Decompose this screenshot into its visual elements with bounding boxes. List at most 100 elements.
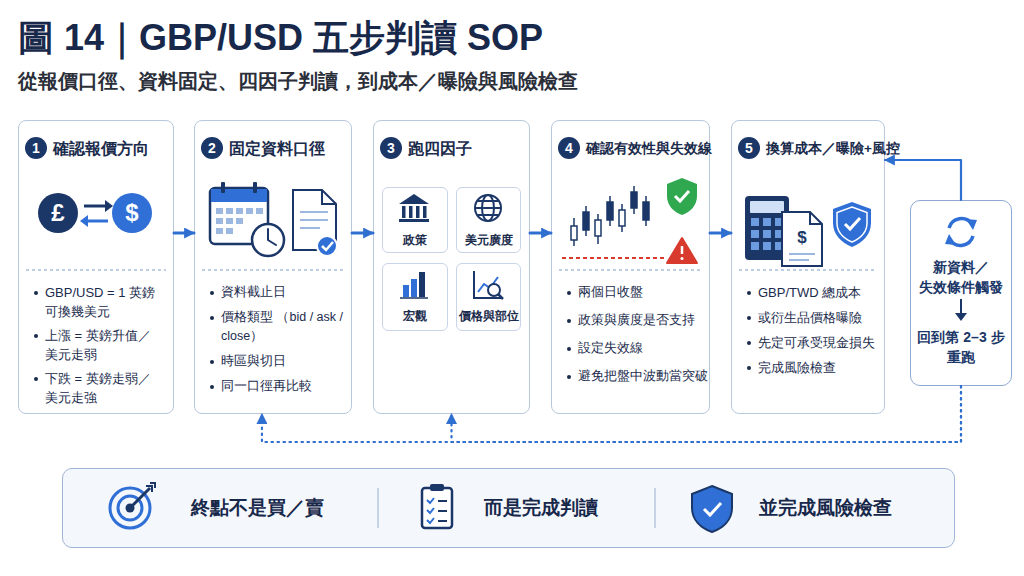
refresh-icon bbox=[949, 219, 972, 228]
invalidation-line bbox=[562, 258, 664, 259]
factor-box: 價格與部位 bbox=[456, 263, 521, 331]
loop-note: 新資料／ 失效條件觸發 bbox=[913, 257, 1009, 297]
step-heading: 固定資料口徑 bbox=[229, 137, 325, 161]
target-icon bbox=[118, 496, 142, 520]
calendar-icon bbox=[216, 228, 223, 234]
warning-triangle bbox=[667, 238, 697, 263]
step-heading: 確認有效性與失效線 bbox=[586, 137, 712, 161]
candlestick-icon bbox=[573, 218, 575, 246]
calendar-icon bbox=[226, 218, 233, 224]
calendar-icon bbox=[210, 182, 284, 256]
down-arrow bbox=[955, 313, 967, 321]
step-box: 5換算成本／曝險+風控GBP/TWD 總成本或衍生品價格曝險先定可承受現金損失完… bbox=[731, 120, 885, 414]
calculator-icon bbox=[775, 230, 783, 238]
summary-band: 終點不是買／賣而是完成判讀並完成風險檢查 bbox=[62, 468, 955, 548]
check-shield bbox=[667, 178, 697, 215]
summary-shield bbox=[704, 503, 721, 515]
divider bbox=[654, 488, 656, 528]
bullet-list: GBP/USD = 1 英鎊 可換幾美元上漲 = 英鎊升值／ 美元走弱下跌 = … bbox=[31, 283, 169, 412]
checklist-icon bbox=[438, 501, 447, 521]
flow-arrow bbox=[352, 232, 373, 235]
globe-icon bbox=[475, 201, 501, 215]
separator bbox=[739, 269, 877, 270]
calendar-icon bbox=[226, 208, 233, 214]
candlestick-icon bbox=[631, 192, 637, 208]
bullet-item: 完成風險檢查 bbox=[744, 358, 880, 377]
bank-icon bbox=[399, 219, 429, 222]
step-heading: 確認報價方向 bbox=[53, 137, 149, 161]
candlestick-icon bbox=[571, 226, 577, 240]
calendar-icon bbox=[210, 188, 268, 244]
globe-icon bbox=[482, 195, 494, 221]
step-number: 3 bbox=[380, 137, 402, 159]
refresh-icon bbox=[945, 234, 956, 245]
calendar-icon bbox=[216, 218, 223, 224]
separator bbox=[202, 269, 344, 270]
bullet-item: 先定可承受現金損失 bbox=[744, 333, 880, 352]
flow-arrow bbox=[530, 232, 551, 235]
step-number: 2 bbox=[201, 137, 223, 159]
warning-triangle bbox=[681, 246, 684, 254]
bar-chart-icon bbox=[403, 285, 409, 297]
step-number: 1 bbox=[25, 137, 47, 159]
document-icon bbox=[293, 190, 336, 250]
refresh-icon bbox=[945, 219, 977, 246]
candlestick-icon bbox=[645, 196, 647, 226]
loop-box: 新資料／ 失效條件觸發回到第 2–3 步 重跑 bbox=[910, 200, 1012, 386]
target-icon bbox=[110, 483, 155, 528]
calendar-icon bbox=[246, 208, 253, 214]
loop-back-arrow bbox=[262, 386, 961, 442]
candlestick-icon bbox=[643, 202, 649, 220]
bullet-item: 政策與廣度是否支持 bbox=[564, 311, 705, 330]
target-icon bbox=[131, 488, 150, 507]
bullet-item: 上漲 = 英鎊升值／ 美元走弱 bbox=[31, 326, 169, 364]
step-box: 3跑四因子政策美元廣度宏觀價格與部位 bbox=[373, 120, 530, 414]
bank-icon bbox=[416, 206, 420, 218]
currency-icon bbox=[38, 193, 78, 233]
calculator-icon bbox=[751, 230, 759, 238]
calculator-icon bbox=[775, 218, 783, 226]
calculator-icon bbox=[751, 242, 759, 250]
risk-shield bbox=[837, 207, 867, 242]
bar-chart-icon bbox=[400, 297, 428, 299]
chart-search-icon bbox=[488, 284, 500, 296]
checklist-icon bbox=[427, 498, 434, 523]
invalidation-line bbox=[562, 257, 664, 259]
flow-arrow bbox=[174, 232, 194, 235]
factor-label: 宏觀 bbox=[383, 308, 447, 325]
divider bbox=[377, 488, 379, 528]
check-shield bbox=[675, 191, 689, 201]
candlestick-icon bbox=[585, 206, 587, 236]
loop-note: 回到第 2–3 步 重跑 bbox=[913, 327, 1009, 367]
step-box: 2固定資料口徑資料截止日價格類型 （bid / ask / close）時區與切… bbox=[194, 120, 352, 414]
bullet-item: 避免把盤中波動當突破 bbox=[564, 367, 705, 386]
calculator-icon bbox=[763, 218, 771, 226]
candlestick-icon bbox=[609, 196, 611, 226]
separator bbox=[559, 269, 702, 270]
document-icon bbox=[300, 212, 328, 228]
calculator-icon bbox=[750, 201, 784, 213]
subtitle: 從報價口徑、資料固定、四因子判讀，到成本／曝險與風險檢查 bbox=[18, 68, 578, 95]
target-icon bbox=[110, 488, 150, 528]
invoice-icon bbox=[782, 212, 822, 266]
calendar-icon bbox=[226, 228, 233, 234]
document-icon bbox=[322, 190, 336, 204]
globe-icon bbox=[475, 195, 501, 221]
bank-icon bbox=[402, 206, 406, 218]
currency-icon bbox=[84, 205, 106, 208]
flow-arrow bbox=[885, 160, 961, 200]
refresh-icon bbox=[950, 236, 973, 245]
calendar-icon bbox=[216, 208, 223, 214]
calendar-icon bbox=[252, 224, 284, 256]
factor-label: 政策 bbox=[383, 232, 447, 249]
currency-icon bbox=[80, 215, 88, 227]
calculator-icon bbox=[763, 230, 771, 238]
bullet-item: 時區與切日 bbox=[207, 352, 347, 371]
flow-arrow bbox=[710, 232, 731, 235]
bullet-item: GBP/TWD 總成本 bbox=[744, 283, 880, 302]
calendar-icon bbox=[236, 208, 243, 214]
step-box: 4確認有效性與失效線兩個日收盤政策與廣度是否支持設定失效線避免把盤中波動當突破 bbox=[551, 120, 710, 414]
candlestick-icon bbox=[571, 186, 649, 246]
